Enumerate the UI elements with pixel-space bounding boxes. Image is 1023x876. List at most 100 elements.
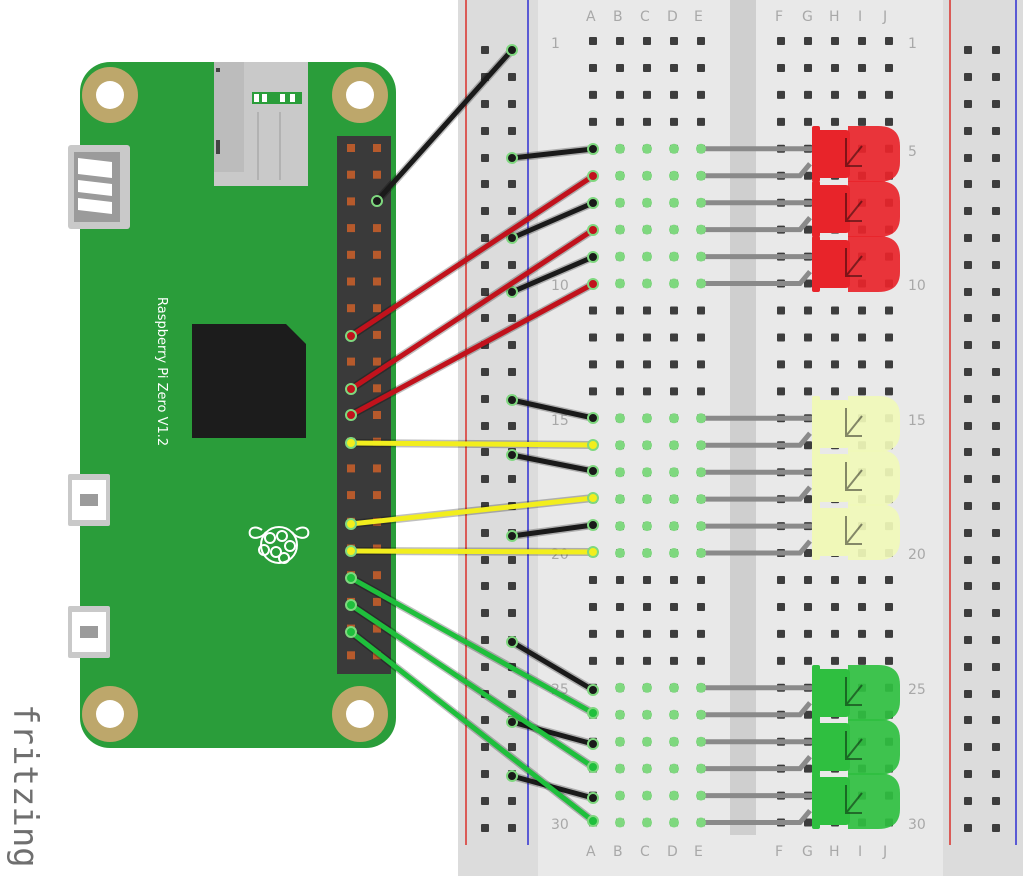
col-label-g: G [802,9,813,25]
active-hole [642,763,652,774]
breadboard-hole [616,387,624,396]
rail-hole [508,609,516,617]
breadboard-hole [589,656,597,665]
active-hole [696,440,706,451]
breadboard-hole [885,333,893,342]
breadboard-hole [616,306,624,315]
active-hole [615,197,625,208]
breadboard-hole [885,90,893,99]
breadboard-hole [643,576,651,584]
breadboard-hole [616,602,624,611]
wire-end [345,545,357,557]
gpio-pin [347,651,355,660]
breadboard-hole [643,37,651,45]
rail-hole [481,395,489,403]
rail-hole [481,716,489,724]
col-label-e-bottom: E [694,844,703,860]
jumper-wire [348,227,596,392]
breadboard-hole [616,90,624,99]
led-icon [812,236,900,292]
breadboard-hole [885,576,893,584]
col-label-b-bottom: B [613,844,623,860]
gpio-pin [373,170,381,179]
active-hole [696,548,706,559]
row-number-25-right: 25 [908,682,926,698]
led-lead [701,539,812,556]
active-hole [696,413,706,424]
active-hole [696,251,706,262]
mini-hdmi-port [68,145,130,229]
breadboard-hole [804,37,812,45]
breadboard-hole [670,360,678,369]
breadboard-hole [858,360,866,369]
rail-hole [508,582,516,590]
rail-hole [992,395,1000,403]
breadboard-hole [804,63,812,72]
col-label-i: I [858,9,862,25]
raspberry-logo-icon [248,526,310,564]
breadboard-hole [858,333,866,342]
breadboard-hole [616,37,624,45]
mounting-hole-icon [82,67,388,742]
breadboard-hole [777,602,785,611]
wire-end [587,170,599,182]
rail-hole [964,341,972,349]
rail-hole [992,341,1000,349]
breadboard-hole [670,629,678,638]
breadboard-hole [804,656,812,665]
breadboard-hole [670,656,678,665]
wire-end [345,599,357,611]
breadboard-hole [777,63,785,72]
active-hole [669,224,679,235]
rail-hole [992,261,1000,269]
raspberry-pi-zero: Raspberry Pi Zero V1.2 [68,62,396,748]
breadboard-hole [589,360,597,369]
rail-hole [508,556,516,564]
row-number-30: 30 [551,817,569,833]
col-label-f-bottom: F [775,844,783,860]
gpio-pin [373,597,381,606]
rail-hole [992,368,1000,376]
rail-hole [481,770,489,778]
active-hole [615,682,625,693]
wire-end [506,152,518,164]
active-hole [642,143,652,154]
active-hole [642,251,652,262]
breadboard-hole [831,387,839,396]
wire-end [345,409,357,421]
rail-hole [481,609,489,617]
wire-end [587,439,599,451]
breadboard-hole [804,441,812,450]
breadboard-hole [643,629,651,638]
breadboard-hole [804,360,812,369]
breadboard-hole [777,629,785,638]
active-hole [669,278,679,289]
col-label-h-bottom: H [829,844,840,860]
breadboard-hole [831,90,839,99]
rail-hole [964,690,972,698]
breadboard-hole [616,333,624,342]
active-hole [669,790,679,801]
gpio-pin [347,304,355,313]
breadboard-hole [858,37,866,45]
breadboard-hole [589,576,597,584]
wire-end [506,44,518,56]
breadboard-hole [885,63,893,72]
rail-hole [964,824,972,832]
rail-hole [964,475,972,483]
gpio-pin [347,277,355,286]
breadboard-hole [643,333,651,342]
led-lead [701,431,812,448]
breadboard-hole [858,90,866,99]
breadboard-hole [697,63,705,72]
row-number-5-right: 5 [908,144,917,160]
rail-hole [992,73,1000,81]
breadboard-hole [777,117,785,126]
active-hole [696,817,706,828]
active-hole [696,278,706,289]
breadboard-hole [804,576,812,584]
rail-hole [992,100,1000,108]
breadboard-hole [885,387,893,396]
active-hole [642,736,652,747]
gpio-pin [347,357,355,366]
